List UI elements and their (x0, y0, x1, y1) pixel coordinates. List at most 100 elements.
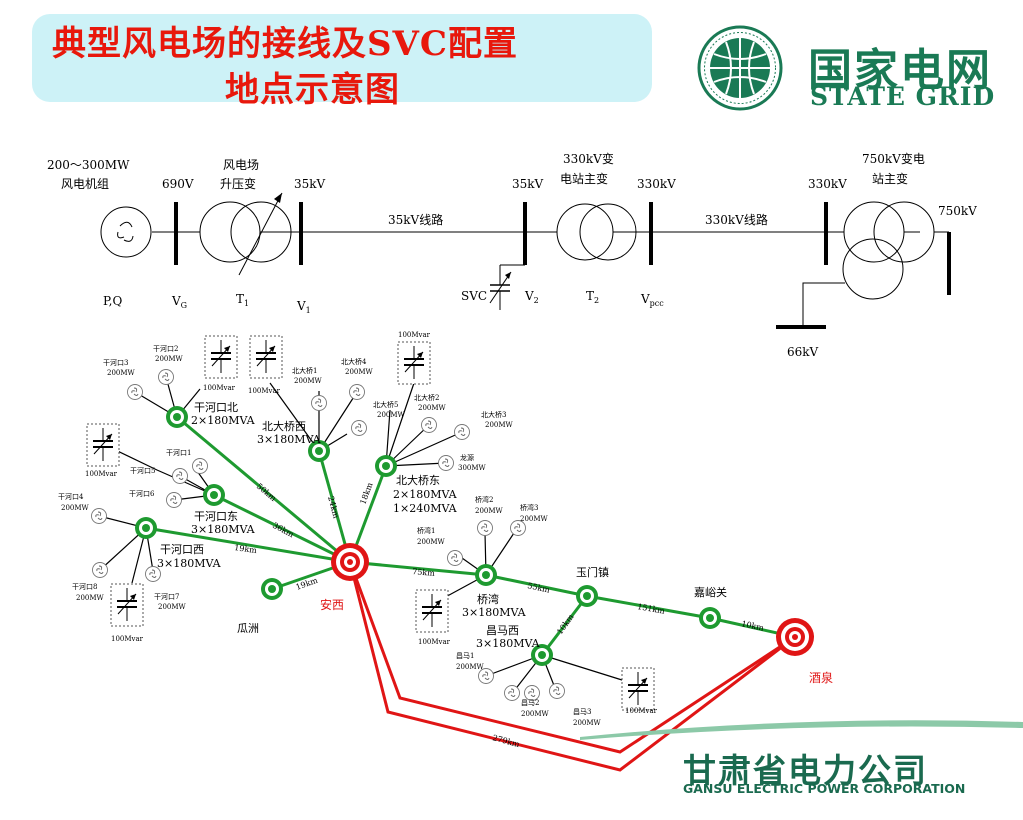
line-label-19km-a: 19km (234, 543, 258, 555)
label-gen-rating: 200～300MW (47, 158, 130, 172)
farm-label-ghk4: 干河口4 (58, 493, 84, 501)
wind-farm-icon-cm3 (549, 683, 565, 699)
wind-generator-symbol (100, 206, 152, 258)
farm-label-bdq5: 北大桥5 (373, 400, 398, 409)
svc-box-ghkw (110, 583, 144, 627)
footer-company-cn: 甘肃省电力公司 (683, 751, 928, 790)
label-gen: 风电机组 (61, 177, 109, 191)
farm-mw-bdq5: 200MW (377, 411, 406, 419)
label-66kv: 66kV (787, 345, 819, 359)
label-beidaqiaodong: 北大桥东 (396, 473, 440, 487)
label-ganhekoudong: 干河口东 (194, 510, 238, 523)
label-35kv-line: 35kV线路 (388, 212, 443, 227)
line-label-75km: 75km (412, 567, 436, 578)
farm-mw-ghk7: 200MW (158, 603, 187, 611)
farm-mw-longyuan: 300MW (458, 464, 487, 472)
wind-farm-icon-bdq3 (454, 424, 470, 440)
transmission-lines-green (145, 415, 796, 656)
substation-beidaqiaodong (375, 455, 397, 477)
farm-label-qw3: 桥湾3 (520, 503, 538, 512)
label-ganhekouxi: 干河口西 (160, 543, 204, 556)
substation-guazhou (261, 578, 283, 600)
farm-label-ghk5: 干河口5 (130, 467, 155, 475)
transformer-t2-secondary (579, 203, 637, 261)
label-changmaxi: 昌马西 (486, 624, 519, 637)
page-title-line-1: 典型风电场的接线及SVC配置 (52, 24, 518, 64)
label-vg: VG (171, 294, 187, 310)
substation-ganhekoubei (166, 406, 188, 428)
label-ganhekoubei: 干河口北 (194, 401, 238, 414)
label-t2: T2 (586, 289, 599, 305)
farm-label-cm2: 昌马2 (521, 699, 539, 707)
farm-label-ghk2: 干河口2 (153, 345, 178, 353)
label-pq: P,Q (103, 294, 122, 308)
svc-label-changma: 100Mvar (625, 707, 658, 715)
label-v1: V1 (296, 299, 311, 315)
label-beidaqiaodong-cap1: 2×180MVA (393, 488, 458, 501)
substation-ganhekoudong (203, 484, 225, 506)
label-ganhekouxi-cap: 3×180MVA (157, 557, 222, 570)
farm-mw-ghk2: 200MW (155, 355, 184, 363)
svc-box-qiaowan (415, 589, 449, 633)
wind-farm-icon-qw2 (477, 520, 493, 536)
svc-label-qiaowan: 100Mvar (418, 638, 451, 646)
farm-label-ghk3: 干河口3 (103, 359, 128, 367)
substation-jiuquan (776, 618, 814, 656)
label-sub750-2: 站主变 (872, 171, 908, 186)
label-beidaqiaoxi: 北大桥西 (262, 419, 306, 433)
label-690v: 690V (162, 177, 194, 191)
svc-box-ghke (86, 423, 120, 467)
svc-box-bdqw (249, 335, 283, 379)
substation-qiaowan (475, 564, 497, 586)
farm-label-cm3: 昌马3 (573, 708, 591, 716)
label-yumenzhen: 玉门镇 (576, 565, 609, 579)
farm-mw-cm2: 200MW (521, 710, 550, 718)
svc-boxes (86, 335, 655, 711)
wind-farm-icon-ghk1 (192, 458, 208, 474)
svc-label-bdqw: 100Mvar (248, 387, 281, 395)
farm-mw-qw3: 200MW (520, 515, 549, 523)
wind-farm-icons (91, 369, 565, 701)
farm-label-bdq3: 北大桥3 (481, 410, 506, 419)
transformer-t1-primary (199, 201, 261, 263)
svc-symbol-single-line (489, 264, 525, 310)
svc-box-bdqe (397, 341, 431, 385)
footer-company-en: GANSU ELECTRIC POWER CORPORATION (683, 781, 966, 796)
label-wf-tx-2: 升压变 (220, 176, 256, 191)
line-label-10km-b: 10km (741, 619, 765, 633)
wind-farm-icon-longyuan (438, 455, 454, 471)
label-sub330-2: 电站主变 (560, 171, 608, 186)
farm-label-longyuan: 龙源 (460, 453, 474, 462)
label-750kv: 750kV (938, 204, 977, 218)
label-changmaxi-cap: 3×180MVA (476, 637, 541, 650)
substation-anxi (331, 543, 369, 581)
transmission-lines-red (348, 561, 796, 772)
page-title-line-2: 地点示意图 (225, 70, 400, 110)
line-label-19km-b: 19km (295, 576, 320, 592)
farm-label-bdq2: 北大桥2 (414, 393, 439, 402)
label-anxi: 安西 (320, 597, 344, 612)
farm-label-ghk7: 干河口7 (154, 593, 179, 601)
farm-mw-ghk4: 200MW (61, 504, 90, 512)
line-label-55km: 55km (527, 581, 551, 595)
substation-jiayuguan (699, 607, 721, 629)
label-v2: V2 (524, 289, 539, 305)
label-beidaqiaoxi-cap: 3×180MVA (257, 433, 322, 446)
wind-farm-icon-cm2a (504, 685, 520, 701)
wind-farm-icon-bdq1 (311, 395, 327, 411)
label-qiaowan: 桥湾 (477, 592, 499, 606)
label-330kv-line: 330kV线路 (705, 212, 768, 227)
label-sub330-1: 330kV变 (563, 151, 614, 166)
farm-mw-bdq2: 200MW (418, 404, 447, 412)
label-jiuquan: 酒泉 (809, 671, 833, 685)
farm-mw-bdq1: 200MW (294, 377, 323, 385)
wind-farm-icon-ghk3 (127, 384, 143, 400)
label-ganhekoubei-cap: 2×180MVA (191, 414, 256, 427)
svc-box-changma (621, 667, 655, 711)
label-wf-tx-1: 风电场 (223, 158, 259, 172)
wind-farm-icon-bdq4 (349, 384, 365, 400)
substation-ganhekouxi (135, 517, 157, 539)
single-line-diagram (100, 192, 951, 329)
farm-label-ghk1: 干河口1 (166, 449, 191, 457)
